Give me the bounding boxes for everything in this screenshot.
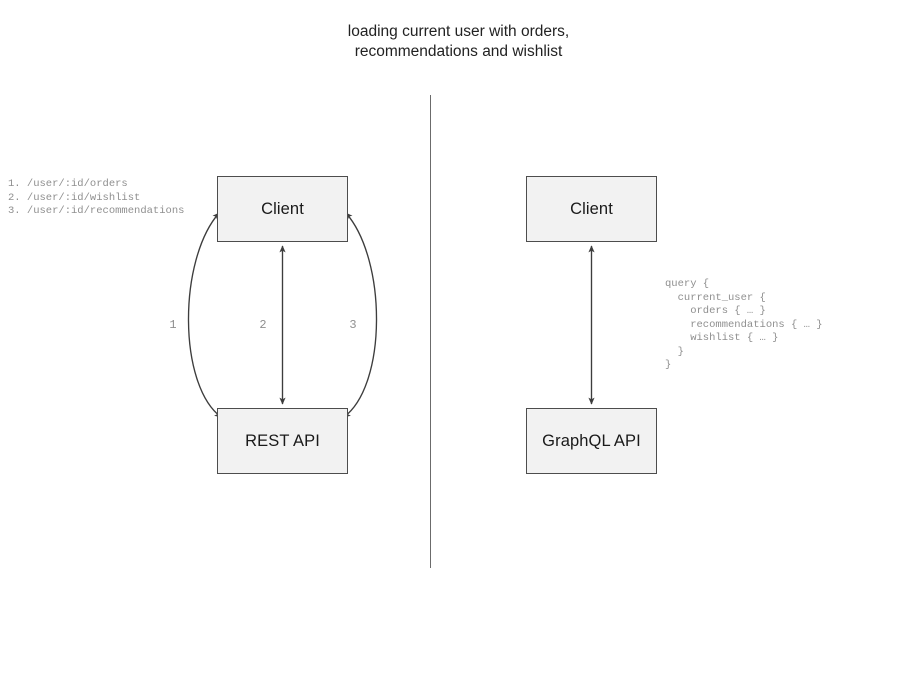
rest-endpoint-list: 1. /user/:id/orders 2. /user/:id/wishlis… [8, 178, 185, 217]
rest-edge-3-path [343, 212, 378, 418]
node-graphql-client[interactable]: Client [526, 176, 657, 242]
edge-label-3: 3 [349, 318, 357, 332]
node-rest-client[interactable]: Client [217, 176, 348, 242]
rest-edge-1-path [187, 212, 222, 418]
node-graphql-api[interactable]: GraphQL API [526, 408, 657, 474]
node-rest-api[interactable]: REST API [217, 408, 348, 474]
panel-divider [430, 95, 431, 568]
graphql-query-snippet: query { current_user { orders { … } reco… [665, 278, 823, 371]
edge-label-1: 1 [169, 318, 177, 332]
diagram-title: loading current user with orders, recomm… [347, 23, 570, 60]
edge-label-2: 2 [259, 318, 267, 332]
